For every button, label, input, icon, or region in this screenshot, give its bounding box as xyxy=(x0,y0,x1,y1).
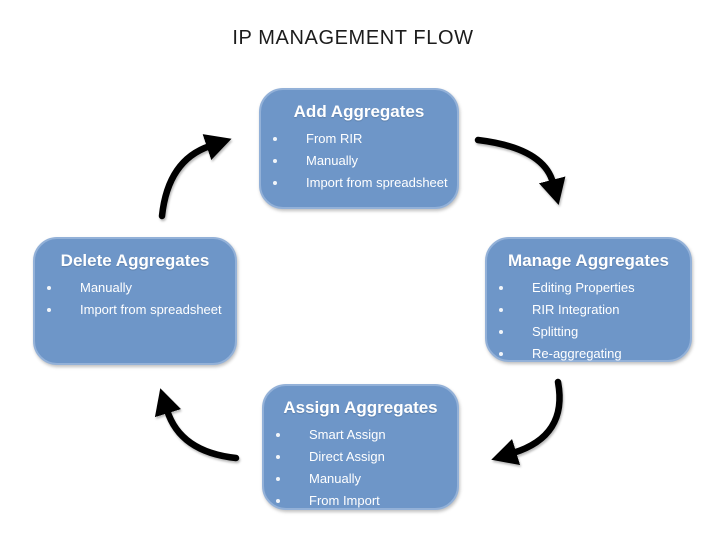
bullet-dot-icon xyxy=(273,180,277,185)
list-item-label: Import from spreadsheet xyxy=(80,302,222,317)
node-title: Delete Aggregates xyxy=(60,251,210,270)
list-item-label: Splitting xyxy=(532,324,579,339)
bullet-dot-icon xyxy=(499,307,503,312)
bullet-dot-icon xyxy=(499,285,503,290)
list-item: Manually xyxy=(261,150,457,171)
bullet-dot-icon xyxy=(47,285,51,290)
node-assign-aggregates: Assign Aggregates Smart Assign Direct As… xyxy=(262,384,459,510)
list-item-label: From RIR xyxy=(306,131,363,146)
bullet-dot-icon xyxy=(276,476,280,481)
list-item-label: RIR Integration xyxy=(532,302,620,317)
arrow-assign-to-delete-icon xyxy=(154,388,240,462)
list-item: Editing Properties xyxy=(487,277,690,298)
bullet-dot-icon xyxy=(276,454,280,459)
bullet-dot-icon xyxy=(276,498,280,503)
bullet-dot-icon xyxy=(47,307,51,312)
list-item: Smart Assign xyxy=(264,424,457,445)
node-item-list: Manually Import from spreadsheet xyxy=(35,277,235,320)
list-item-label: Smart Assign xyxy=(309,427,386,442)
list-item-label: Manually xyxy=(306,153,359,168)
node-item-list: From RIR Manually Import from spreadshee… xyxy=(261,128,457,193)
node-manage-aggregates: Manage Aggregates Editing Properties RIR… xyxy=(485,237,692,362)
bullet-dot-icon xyxy=(273,136,277,141)
list-item: Splitting xyxy=(487,321,690,342)
list-item-label: Manually xyxy=(309,471,362,486)
node-title: Assign Aggregates xyxy=(283,398,438,417)
list-item-label: From Import xyxy=(309,493,380,508)
list-item-label: Import from spreadsheet xyxy=(306,175,448,190)
list-item: Direct Assign xyxy=(264,446,457,467)
bullet-dot-icon xyxy=(499,351,503,356)
page-title: IP MANAGEMENT FLOW xyxy=(232,27,474,49)
bullet-dot-icon xyxy=(499,329,503,334)
bullet-dot-icon xyxy=(273,158,277,163)
arrow-add-to-manage-icon xyxy=(474,136,566,206)
list-item: Manually xyxy=(264,468,457,489)
node-item-list: Editing Properties RIR Integration Split… xyxy=(487,277,690,364)
list-item-label: Editing Properties xyxy=(532,280,635,295)
node-title: Add Aggregates xyxy=(293,102,425,121)
list-item: Re-aggregating xyxy=(487,343,690,364)
list-item: Import from spreadsheet xyxy=(35,299,235,320)
list-item-label: Re-aggregating xyxy=(532,346,622,361)
node-add-aggregates: Add Aggregates From RIR Manually Import … xyxy=(259,88,459,209)
list-item: Import from spreadsheet xyxy=(261,172,457,193)
list-item: From RIR xyxy=(261,128,457,149)
list-item: Manually xyxy=(35,277,235,298)
list-item: RIR Integration xyxy=(487,299,690,320)
arrow-manage-to-assign-icon xyxy=(491,378,563,466)
bullet-dot-icon xyxy=(276,432,280,437)
node-delete-aggregates: Delete Aggregates Manually Import from s… xyxy=(33,237,237,365)
node-title: Manage Aggregates xyxy=(508,251,669,270)
list-item-label: Manually xyxy=(80,280,133,295)
node-item-list: Smart Assign Direct Assign Manually From… xyxy=(264,424,457,511)
list-item-label: Direct Assign xyxy=(309,449,385,464)
arrow-delete-to-add-icon xyxy=(158,134,232,220)
list-item: From Import xyxy=(264,490,457,511)
